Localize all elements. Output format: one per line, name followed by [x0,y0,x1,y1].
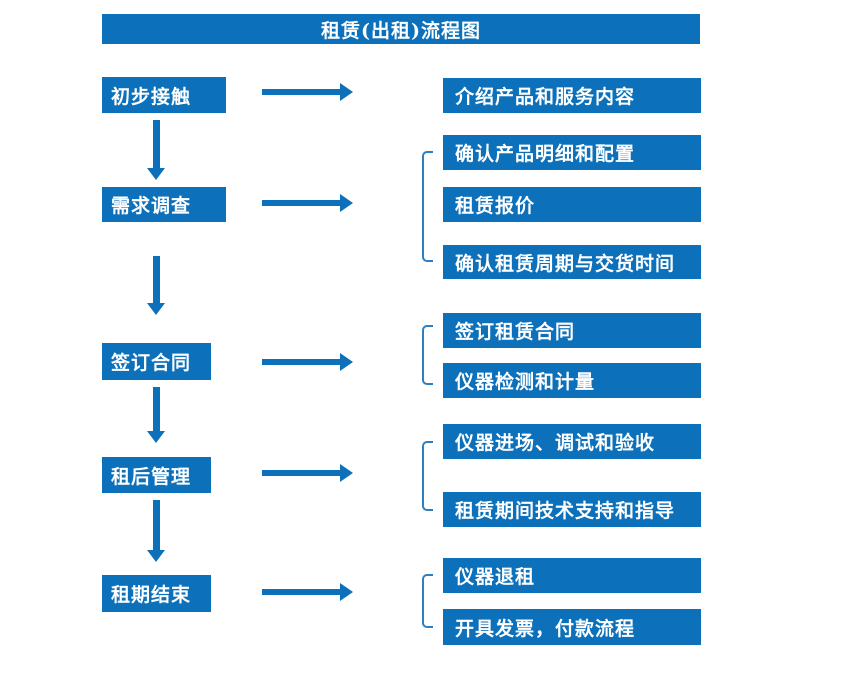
flowchart-title-text: 租赁(出租)流程图 [321,19,481,42]
down-arrow-icon [147,387,166,443]
detail-label: 确认产品明细和配置 [455,143,636,165]
flowchart-title: 租赁(出租)流程图 [102,14,700,44]
group-bracket [422,441,433,511]
detail-label: 仪器进场、调试和验收 [455,432,656,454]
detail-box: 签订租赁合同 [443,313,701,348]
detail-label: 介绍产品和服务内容 [455,86,636,108]
step-box-rental-end: 租期结束 [102,575,211,612]
detail-label: 确认租赁周期与交货时间 [455,252,676,275]
step-label: 需求调查 [111,195,192,217]
detail-label: 开具发票，付款流程 [455,617,636,640]
detail-box: 确认产品明细和配置 [443,135,701,170]
detail-box: 开具发票，付款流程 [443,609,701,645]
right-arrow-icon [262,83,353,101]
step-box-initial-contact: 初步接触 [102,77,226,113]
down-arrow-icon [147,120,166,180]
group-bracket [422,574,433,628]
detail-box: 仪器检测和计量 [443,363,701,398]
detail-box: 介绍产品和服务内容 [443,78,701,113]
step-label: 签订合同 [111,352,192,374]
detail-box: 确认租赁周期与交货时间 [443,245,701,279]
step-box-post-rental-management: 租后管理 [102,457,211,493]
detail-box: 仪器退租 [443,558,701,593]
right-arrow-icon [262,464,353,482]
group-bracket [422,325,433,385]
step-label: 租期结束 [111,584,192,606]
detail-label: 签订租赁合同 [455,321,576,343]
detail-label: 仪器检测和计量 [455,371,596,393]
step-label: 租后管理 [111,465,192,488]
step-box-demand-survey: 需求调查 [102,187,226,222]
step-box-sign-contract: 签订合同 [102,343,211,380]
right-arrow-icon [262,583,353,601]
step-label: 初步接触 [111,85,192,108]
right-arrow-icon [262,353,353,371]
detail-label: 仪器退租 [455,566,536,588]
detail-box: 租赁期间技术支持和指导 [443,492,701,527]
group-bracket [422,151,433,262]
detail-box: 租赁报价 [443,187,701,222]
detail-label: 租赁期间技术支持和指导 [455,500,676,522]
right-arrow-icon [262,194,353,212]
detail-label: 租赁报价 [455,195,536,217]
down-arrow-icon [147,256,166,315]
down-arrow-icon [147,500,166,562]
detail-box: 仪器进场、调试和验收 [443,424,701,459]
